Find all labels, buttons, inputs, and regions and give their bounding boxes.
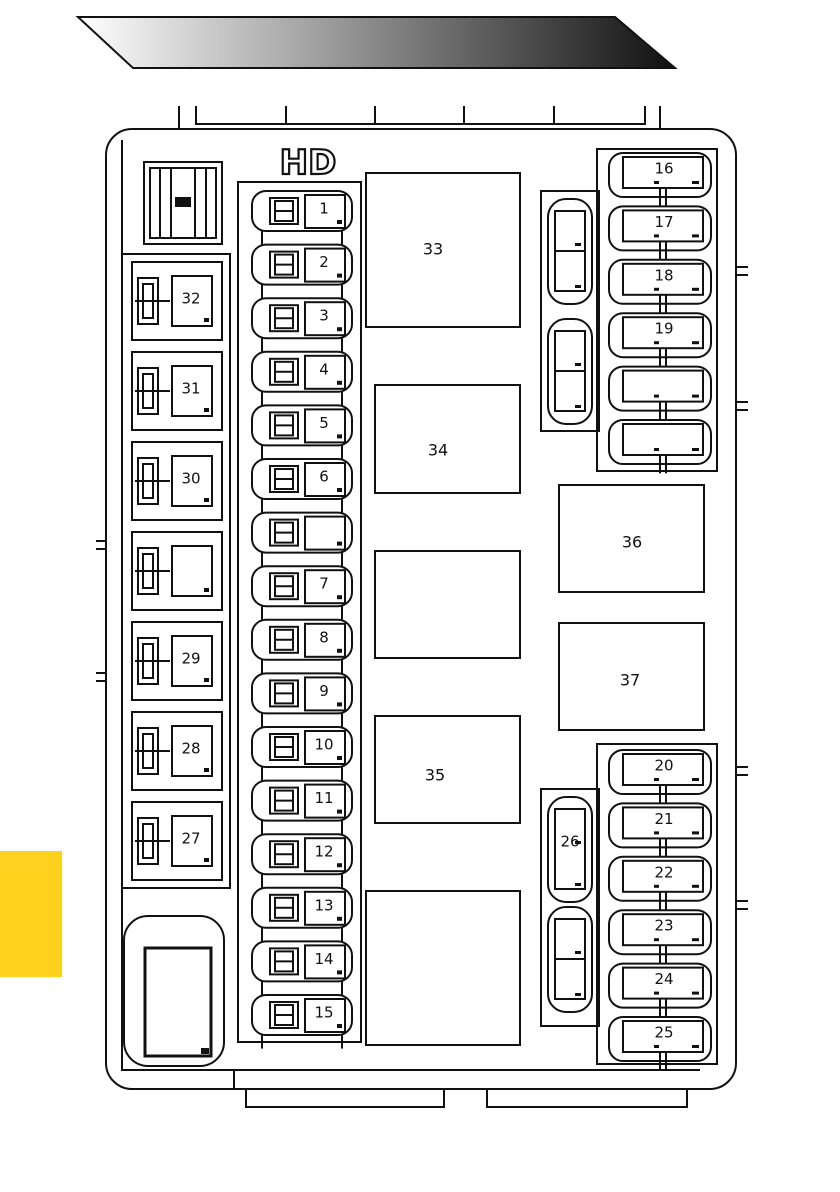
fuse-slot: 1 (252, 191, 352, 245)
fuse-slot: 16 (609, 153, 711, 206)
fuse-slot: 17 (609, 206, 711, 259)
fuse-slot (252, 513, 352, 567)
fuse-slot: 2 (252, 245, 352, 299)
fuse-slot (609, 367, 711, 420)
fuse-slot: 15 (252, 995, 352, 1049)
relay-slot: 31 (132, 352, 222, 430)
fuse-slot (609, 420, 711, 473)
bottom-left-box (124, 916, 224, 1066)
large-relay: 35 (375, 716, 520, 823)
fuse-slot: 6 (252, 459, 352, 513)
fuse-number: 19 (654, 320, 673, 338)
fuse-slot: 18 (609, 260, 711, 313)
mini-relay-panel (541, 191, 599, 431)
panel-title: HD (280, 143, 337, 183)
fuse-number: 10 (314, 736, 333, 754)
large-relay: 36 (559, 485, 704, 592)
fuse-number: 3 (319, 307, 329, 325)
fuse-slot: 25 (609, 1017, 711, 1070)
fuse-slot: 21 (609, 803, 711, 856)
fuse-number: 17 (654, 213, 673, 231)
fuse-number: 11 (314, 789, 333, 807)
fuse-number: 23 (654, 917, 673, 935)
large-relay (375, 551, 520, 658)
relay-number: 26 (560, 833, 579, 851)
fuse-number: 9 (319, 682, 329, 700)
fuse-number: 2 (319, 253, 329, 271)
large-relay (366, 891, 520, 1045)
mini-relay-panel (541, 789, 599, 1026)
fuse-slot: 9 (252, 673, 352, 727)
fuse-number: 5 (319, 414, 329, 432)
relay-number: 35 (425, 766, 445, 785)
large-relay: 37 (559, 623, 704, 730)
relay-number: 33 (423, 240, 443, 259)
header-ribbon (78, 17, 675, 68)
fuse-number: 20 (654, 757, 673, 775)
top-left-block (144, 162, 222, 244)
fuse-number: 1 (319, 200, 329, 218)
fuse-slot: 12 (252, 834, 352, 888)
fuse-slot: 4 (252, 352, 352, 406)
relay-slot (132, 532, 222, 610)
fuse-number: 25 (654, 1024, 673, 1042)
fuse-slot: 23 (609, 910, 711, 963)
fuse-number: 18 (654, 266, 673, 284)
relay-number: 28 (181, 740, 200, 758)
fuse-number: 7 (319, 575, 329, 593)
fuse-slot: 5 (252, 405, 352, 459)
relay-slot: 32 (132, 262, 222, 340)
fuse-number: 6 (319, 468, 329, 486)
fuse-number: 16 (654, 160, 673, 178)
fuse-number: 14 (314, 950, 333, 968)
relay-number: 27 (181, 830, 200, 848)
fuse-slot: 7 (252, 566, 352, 620)
fuse-slot: 20 (609, 750, 711, 803)
relay-slot: 28 (132, 712, 222, 790)
fuse-number: 13 (314, 896, 333, 914)
relay-number: 31 (181, 380, 200, 398)
fuse-slot: 14 (252, 941, 352, 995)
large-relay: 34 (375, 385, 520, 493)
relay-number: 37 (620, 671, 640, 690)
relay-slot: 30 (132, 442, 222, 520)
large-relay: 33 (366, 173, 520, 327)
relay-number: 36 (622, 533, 642, 552)
fuse-slot: 10 (252, 727, 352, 781)
fuse-number: 24 (654, 970, 673, 988)
fuse-slot: 3 (252, 298, 352, 352)
relay-slot: 29 (132, 622, 222, 700)
relay-number: 29 (181, 650, 200, 668)
relay-slot: 27 (132, 802, 222, 880)
side-tab (0, 851, 62, 977)
fuse-number: 12 (314, 843, 333, 861)
relay-number: 32 (181, 290, 200, 308)
fuse-number: 8 (319, 628, 329, 646)
fuse-slot: 24 (609, 964, 711, 1017)
fuse-slot: 13 (252, 888, 352, 942)
relay-number: 30 (181, 470, 200, 488)
fuse-slot: 19 (609, 313, 711, 366)
relay-number: 34 (428, 441, 448, 460)
fuse-number: 22 (654, 863, 673, 881)
fuse-slot: 8 (252, 620, 352, 674)
fuse-number: 15 (314, 1004, 333, 1022)
top-connector (179, 106, 660, 130)
fuse-slot: 11 (252, 781, 352, 835)
fuse-number: 4 (319, 360, 329, 378)
fuse-slot: 22 (609, 857, 711, 910)
fuse-number: 21 (654, 810, 673, 828)
